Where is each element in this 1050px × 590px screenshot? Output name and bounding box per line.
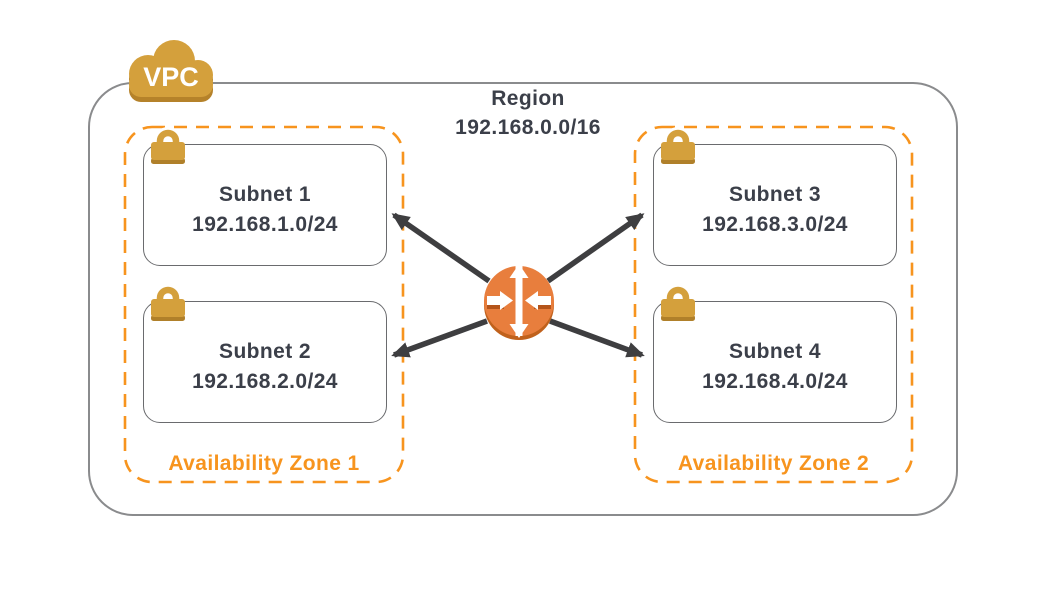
subnet-1-name: Subnet 1 — [219, 183, 311, 206]
region-label: Region 192.168.0.0/16 — [383, 84, 673, 142]
subnet-3-box: Subnet 3 192.168.3.0/24 — [653, 144, 897, 266]
region-name: Region — [491, 87, 565, 110]
subnet-1-cidr: 192.168.1.0/24 — [192, 213, 338, 236]
availability-zone-1-label: Availability Zone 1 — [168, 452, 360, 475]
subnet-4-box: Subnet 4 192.168.4.0/24 — [653, 301, 897, 423]
subnet-2-box: Subnet 2 192.168.2.0/24 — [143, 301, 387, 423]
region-cidr: 192.168.0.0/16 — [455, 116, 601, 139]
subnet-2-name: Subnet 2 — [219, 340, 311, 363]
subnet-4-cidr: 192.168.4.0/24 — [702, 370, 848, 393]
availability-zone-2-label: Availability Zone 2 — [677, 452, 870, 475]
subnet-1-box: Subnet 1 192.168.1.0/24 — [143, 144, 387, 266]
subnet-4-name: Subnet 4 — [729, 340, 821, 363]
subnet-3-name: Subnet 3 — [729, 183, 821, 206]
subnet-3-cidr: 192.168.3.0/24 — [702, 213, 848, 236]
subnet-2-cidr: 192.168.2.0/24 — [192, 370, 338, 393]
